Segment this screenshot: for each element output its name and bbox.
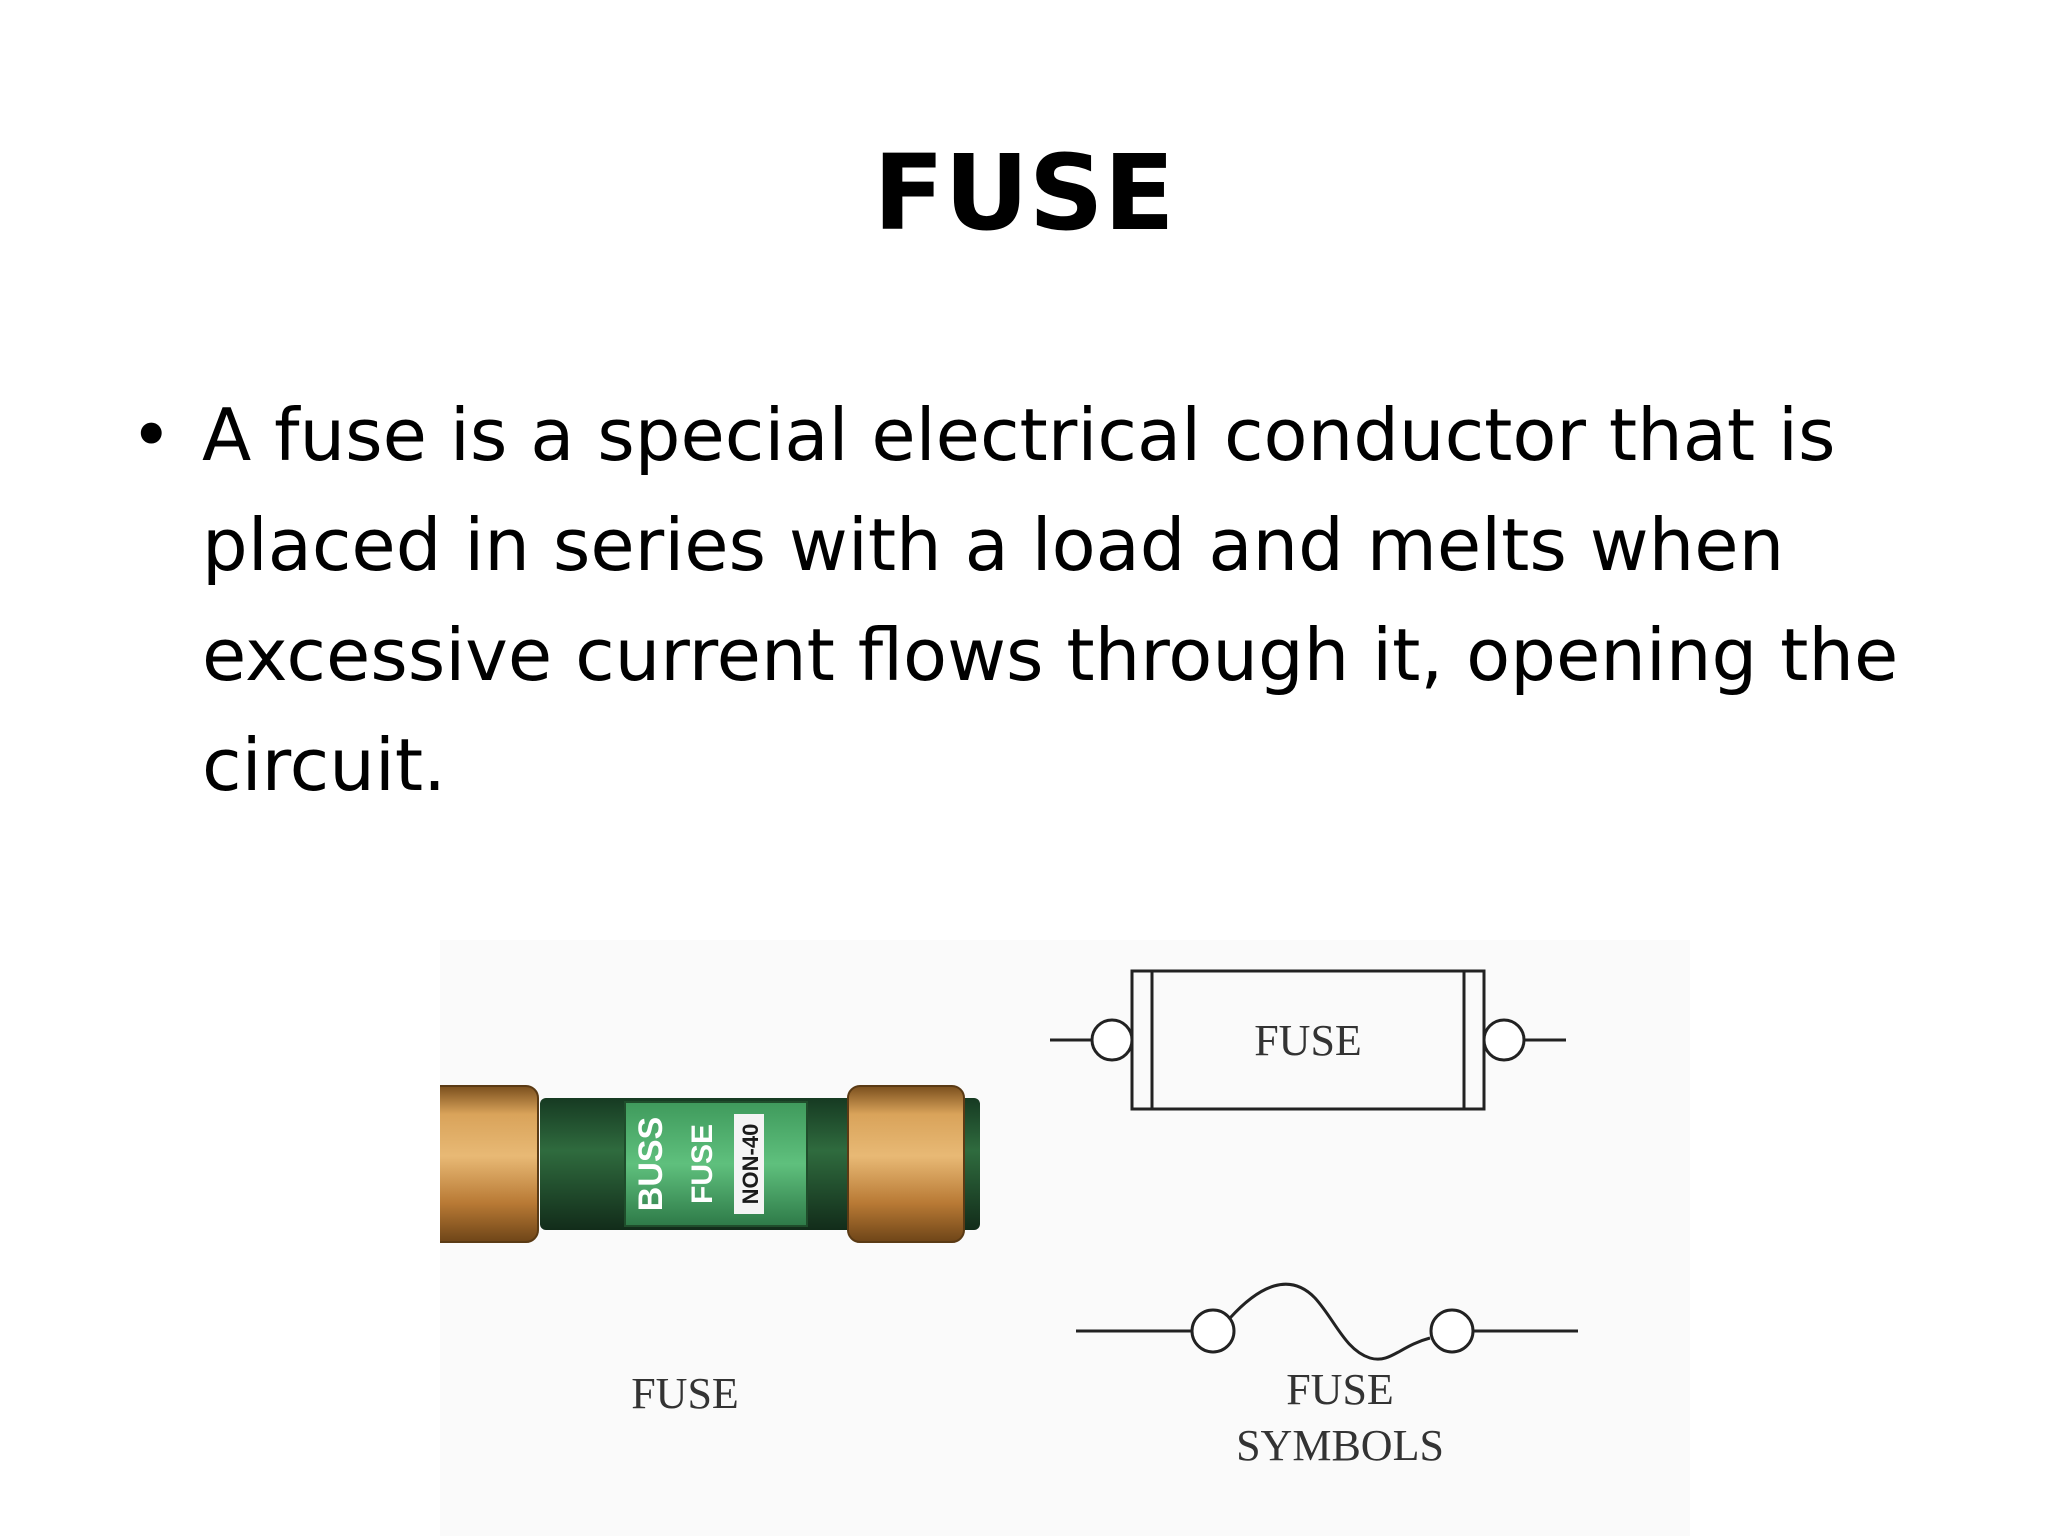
fuse-wave-symbol-icon [1076,1282,1578,1361]
fuse-box-symbol-label: FUSE [1254,1016,1362,1065]
bullet-item: • A fuse is a special electrical conduct… [120,380,1900,820]
fuse-model-label: NON-40 [738,1124,763,1205]
bullet-dot-icon: • [130,393,173,477]
fuse-figure: BUSS FUSE NON-40 FUSE [440,940,1690,1536]
bullet-list: • A fuse is a special electrical conduct… [120,380,1900,820]
fuse-box-symbol-icon [1050,969,1566,1111]
fuse-symbols-caption-line2: SYMBOLS [1236,1421,1444,1470]
slide-title: FUSE [873,132,1175,254]
fuse-brand-label: BUSS [632,1117,670,1211]
fuse-symbols-caption-line1: FUSE [1286,1365,1394,1414]
fuse-type-label: FUSE [686,1124,719,1204]
fuse-photo-caption: FUSE [631,1369,739,1418]
fuse-figure-svg: BUSS FUSE NON-40 FUSE [440,969,1578,1470]
cartridge-fuse-icon: BUSS FUSE NON-40 [440,1085,980,1243]
bullet-text: A fuse is a special electrical conductor… [202,393,1899,807]
